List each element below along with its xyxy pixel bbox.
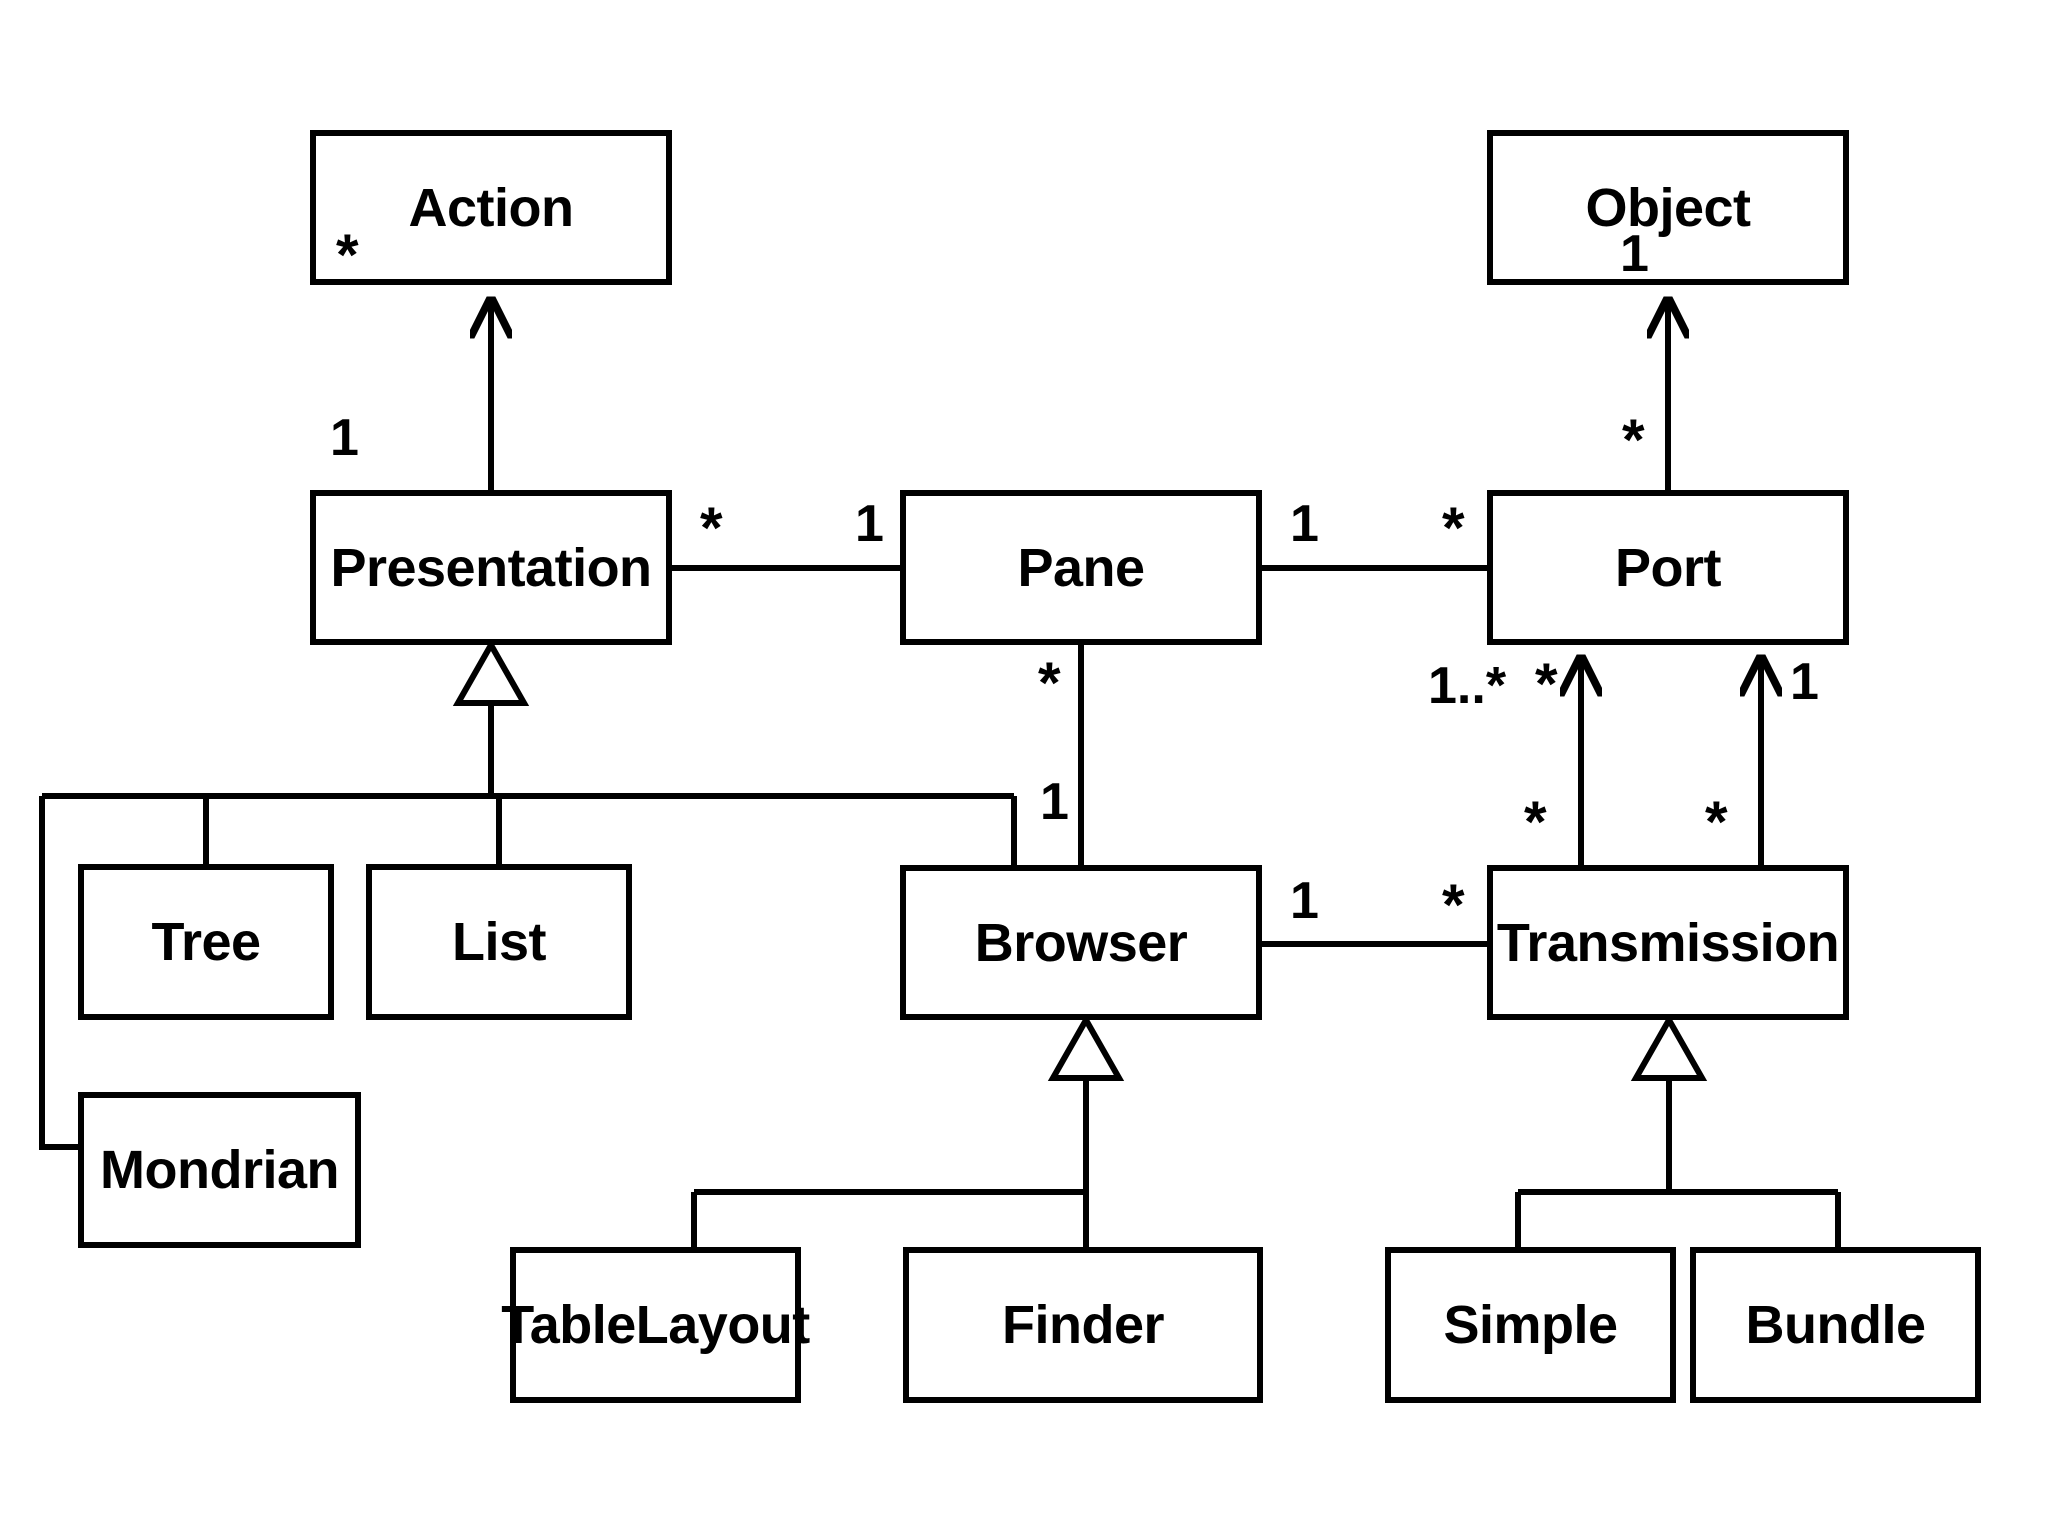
multiplicity-transmission-port-left-bottom: * [1524,790,1547,855]
multiplicity-transmission-port-left-top: 1..* [1428,657,1507,715]
class-name-pane: Pane [1017,537,1145,598]
multiplicity-presentation-pane-right: 1 [855,495,884,553]
class-name-object: Object [1585,177,1751,238]
class-box-transmission[interactable]: Transmission [1487,865,1849,1020]
class-box-object[interactable]: Object [1487,130,1849,285]
multiplicity-browser-transmission-right: * [1442,873,1465,938]
class-name-transmission: Transmission [1496,912,1840,973]
generalization-presentation [39,638,1017,1150]
multiplicity-transmission-port-left-star: * [1535,652,1558,717]
class-box-action[interactable]: Action [310,130,672,285]
class-name-mondrian: Mondrian [100,1140,339,1200]
multiplicity-transmission-port-right-top: 1 [1790,653,1819,711]
class-name-browser: Browser [974,912,1188,973]
class-box-list[interactable]: List [366,864,632,1020]
class-name-simple: Simple [1443,1295,1618,1355]
multiplicity-presentation-action-near: 1 [330,409,359,467]
class-box-simple[interactable]: Simple [1385,1247,1676,1403]
class-name-port: Port [1615,537,1722,598]
hollow-triangle-icon [452,638,530,706]
hollow-triangle-icon [1630,1013,1708,1081]
class-box-presentation[interactable]: Presentation [310,490,672,645]
class-name-tablelayout: TableLayout [501,1295,810,1355]
class-box-pane[interactable]: Pane [900,490,1262,645]
class-name-tree: Tree [151,912,261,972]
generalization-transmission [1515,1013,1841,1247]
class-name-bundle: Bundle [1745,1295,1927,1355]
multiplicity-transmission-port-right-bottom: * [1705,790,1728,855]
class-box-tablelayout[interactable]: TableLayout [501,1247,810,1403]
multiplicity-port-object-far: 1 [1620,225,1649,283]
multiplicity-browser-transmission-left: 1 [1290,872,1319,930]
class-box-bundle[interactable]: Bundle [1690,1247,1981,1403]
class-box-port[interactable]: Port [1487,490,1849,645]
class-box-finder[interactable]: Finder [903,1247,1263,1403]
class-name-finder: Finder [1001,1295,1165,1355]
multiplicity-pane-browser-bottom: 1 [1040,773,1069,831]
multiplicity-pane-browser-top: * [1038,651,1061,716]
class-name-action: Action [408,177,575,238]
class-name-presentation: Presentation [330,537,652,598]
hollow-triangle-icon [1047,1013,1125,1081]
multiplicity-port-object-near: * [1622,408,1645,473]
class-box-browser[interactable]: Browser [900,865,1262,1020]
multiplicity-pane-port-left: 1 [1290,495,1319,553]
generalization-browser [691,1013,1125,1247]
class-name-list: List [451,912,547,972]
class-box-tree[interactable]: Tree [78,864,334,1020]
multiplicity-presentation-action-far: * [336,223,359,288]
multiplicity-presentation-pane-left: * [700,496,723,561]
class-box-mondrian[interactable]: Mondrian [78,1092,361,1248]
multiplicity-pane-port-right: * [1442,496,1465,561]
